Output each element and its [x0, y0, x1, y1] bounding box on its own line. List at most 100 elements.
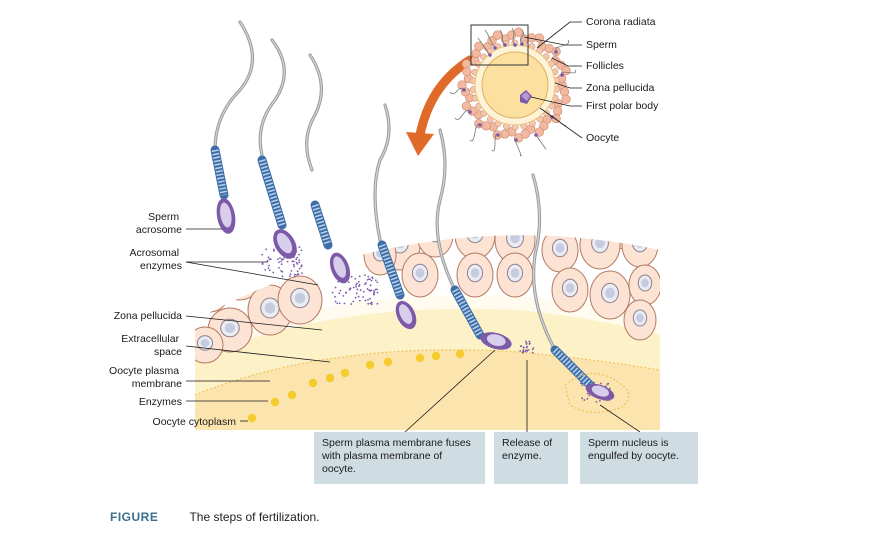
inset-sperm-cell — [520, 29, 524, 46]
enzyme-speckle — [273, 250, 275, 252]
enzyme-speckle — [347, 281, 350, 284]
enzyme-speckle — [522, 346, 525, 349]
sperm — [210, 20, 254, 234]
enzyme-speckle — [264, 269, 267, 271]
enzyme-speckle — [362, 296, 365, 298]
inset-sperm — [449, 27, 577, 157]
enzyme-speckle — [269, 258, 272, 260]
inset-follicle — [556, 60, 566, 70]
inset-follicle — [514, 27, 524, 37]
enzyme-speckle — [369, 290, 372, 292]
enzyme-speckle — [261, 263, 264, 266]
enzyme-speckle — [350, 303, 353, 305]
enzyme-speckle — [289, 273, 292, 275]
enzyme-speckle — [366, 278, 369, 281]
enzyme-speckle — [278, 267, 280, 269]
enzyme-speckle — [261, 253, 264, 256]
zona-pellucida-band — [195, 308, 660, 395]
enzyme-speckle — [376, 281, 379, 284]
label-inset-zona-pellucida: Zona pellucida — [586, 82, 654, 94]
enzyme-speckle — [292, 263, 295, 266]
enzyme-speckle — [525, 342, 528, 344]
step-box-engulf: Sperm nucleus is engulfed by oocyte. — [580, 432, 698, 484]
enzyme-speckle — [290, 270, 293, 272]
inset-follicle — [553, 106, 563, 116]
inset-sperm-cell — [491, 133, 500, 152]
label-follicles: Follicles — [586, 60, 624, 72]
enzyme-speckle — [605, 385, 607, 388]
enzyme-speckle — [339, 289, 342, 292]
enzyme-speckle — [268, 264, 271, 267]
enzyme-speckle — [280, 270, 283, 272]
enzyme-speckle — [367, 298, 369, 301]
follicle-cell — [401, 252, 439, 298]
step-text-engulf: Sperm nucleus is engulfed by oocyte. — [588, 437, 680, 462]
label-sperm: Sperm — [586, 39, 617, 51]
inset-zoom-box — [470, 24, 529, 66]
enzyme-speckle — [283, 257, 285, 259]
enzyme-speckle — [581, 397, 584, 400]
enzyme-speckle — [291, 260, 294, 263]
inset-sperm-cell — [511, 27, 517, 47]
enzyme-dot — [287, 390, 297, 400]
inset-sperm-cell — [469, 123, 482, 142]
follicle-cell — [416, 235, 454, 258]
enzyme-dot — [415, 353, 425, 363]
enzyme-speckle — [344, 292, 347, 294]
enzyme-speckle — [267, 267, 270, 270]
step-text-fuse: Sperm plasma membrane fuses with plasma … — [322, 437, 471, 475]
enzyme-speckle — [296, 270, 299, 273]
enzyme-speckle — [364, 274, 366, 276]
enzyme-speckle — [355, 285, 357, 288]
follicle-cell — [623, 299, 657, 341]
enzyme-speckle — [528, 343, 531, 345]
inset-sperm-cell — [477, 37, 492, 57]
enzyme-speckle — [280, 263, 283, 266]
caption-text: The steps of fertilization. — [189, 510, 320, 524]
enzyme-dot — [340, 368, 350, 378]
follicle-cell — [334, 235, 376, 246]
enzyme-speckle — [358, 285, 360, 287]
enzyme-speckle — [358, 299, 361, 302]
inset-follicle — [561, 94, 571, 104]
enzyme-speckle — [370, 303, 373, 306]
inset-follicle — [457, 80, 467, 90]
follicle-cell — [385, 176, 425, 224]
enzyme-speckle — [331, 291, 334, 294]
enzyme-speckle — [372, 292, 375, 295]
enzyme-speckle — [295, 258, 298, 261]
enzyme-speckle — [362, 290, 365, 293]
inset-labels: Corona radiata Sperm Follicles Zona pell… — [586, 16, 659, 144]
left-labels: Sperm acrosome Acrosomal enzymes Zona pe… — [109, 211, 236, 428]
follicle-cell — [589, 270, 631, 320]
step-box-fuse: Sperm plasma membrane fuses with plasma … — [314, 432, 485, 484]
enzyme-speckle — [288, 275, 291, 278]
enzyme-speckle — [266, 259, 269, 262]
inset-sperm-cell — [484, 29, 497, 50]
enzyme-speckle — [267, 256, 270, 259]
enzyme-speckle — [298, 253, 301, 256]
enzyme-speckle — [369, 284, 372, 287]
enzyme-speckle — [265, 248, 268, 251]
sperm — [257, 38, 297, 259]
enzyme-speckle — [595, 400, 598, 403]
follicle-cell — [541, 235, 579, 273]
follicle-cell — [579, 235, 621, 270]
enzyme-speckle — [280, 258, 283, 261]
label-enzymes: Enzymes — [139, 396, 182, 408]
label-extracellular-space: Extracellular space — [121, 333, 182, 358]
sperm — [435, 128, 512, 350]
inset-sperm-cell — [454, 110, 472, 120]
enzyme-speckle — [298, 267, 301, 270]
enzyme-speckle — [606, 383, 609, 386]
enzyme-speckle — [519, 349, 522, 352]
enzyme-speckle — [352, 300, 355, 303]
enzyme-dot — [455, 349, 465, 359]
enzyme-speckle — [280, 260, 283, 263]
enzyme-speckle — [356, 288, 359, 291]
sperm — [373, 103, 417, 330]
sperm — [305, 53, 351, 284]
follicle-cell — [555, 186, 595, 234]
enzyme-speckle — [349, 287, 351, 290]
